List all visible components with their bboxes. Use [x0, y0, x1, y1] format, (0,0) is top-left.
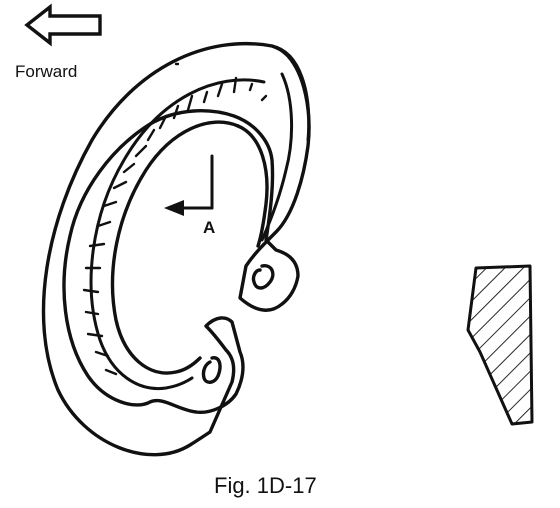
- forward-arrow-icon: [24, 3, 102, 47]
- snap-ring: [41, 41, 311, 457]
- ring-tick-marks: [82, 62, 268, 376]
- view-a-label: A: [203, 218, 215, 237]
- ring-inner-opening-upper: [236, 124, 269, 248]
- ring-inner-opening: [110, 120, 240, 375]
- ring-inner-groove-right: [260, 72, 294, 242]
- lower-lug-hole: [201, 356, 222, 384]
- view-a-indicator: [164, 154, 214, 216]
- figure-caption: Fig. 1D-17: [214, 473, 317, 498]
- ring-outer-contour: [41, 41, 311, 457]
- forward-label: Forward: [15, 62, 77, 81]
- upper-lug-hole: [251, 264, 275, 290]
- view-arrow-head-icon: [164, 200, 184, 216]
- ring-cross-section: [466, 264, 534, 426]
- ring-thickness-edge: [270, 44, 311, 142]
